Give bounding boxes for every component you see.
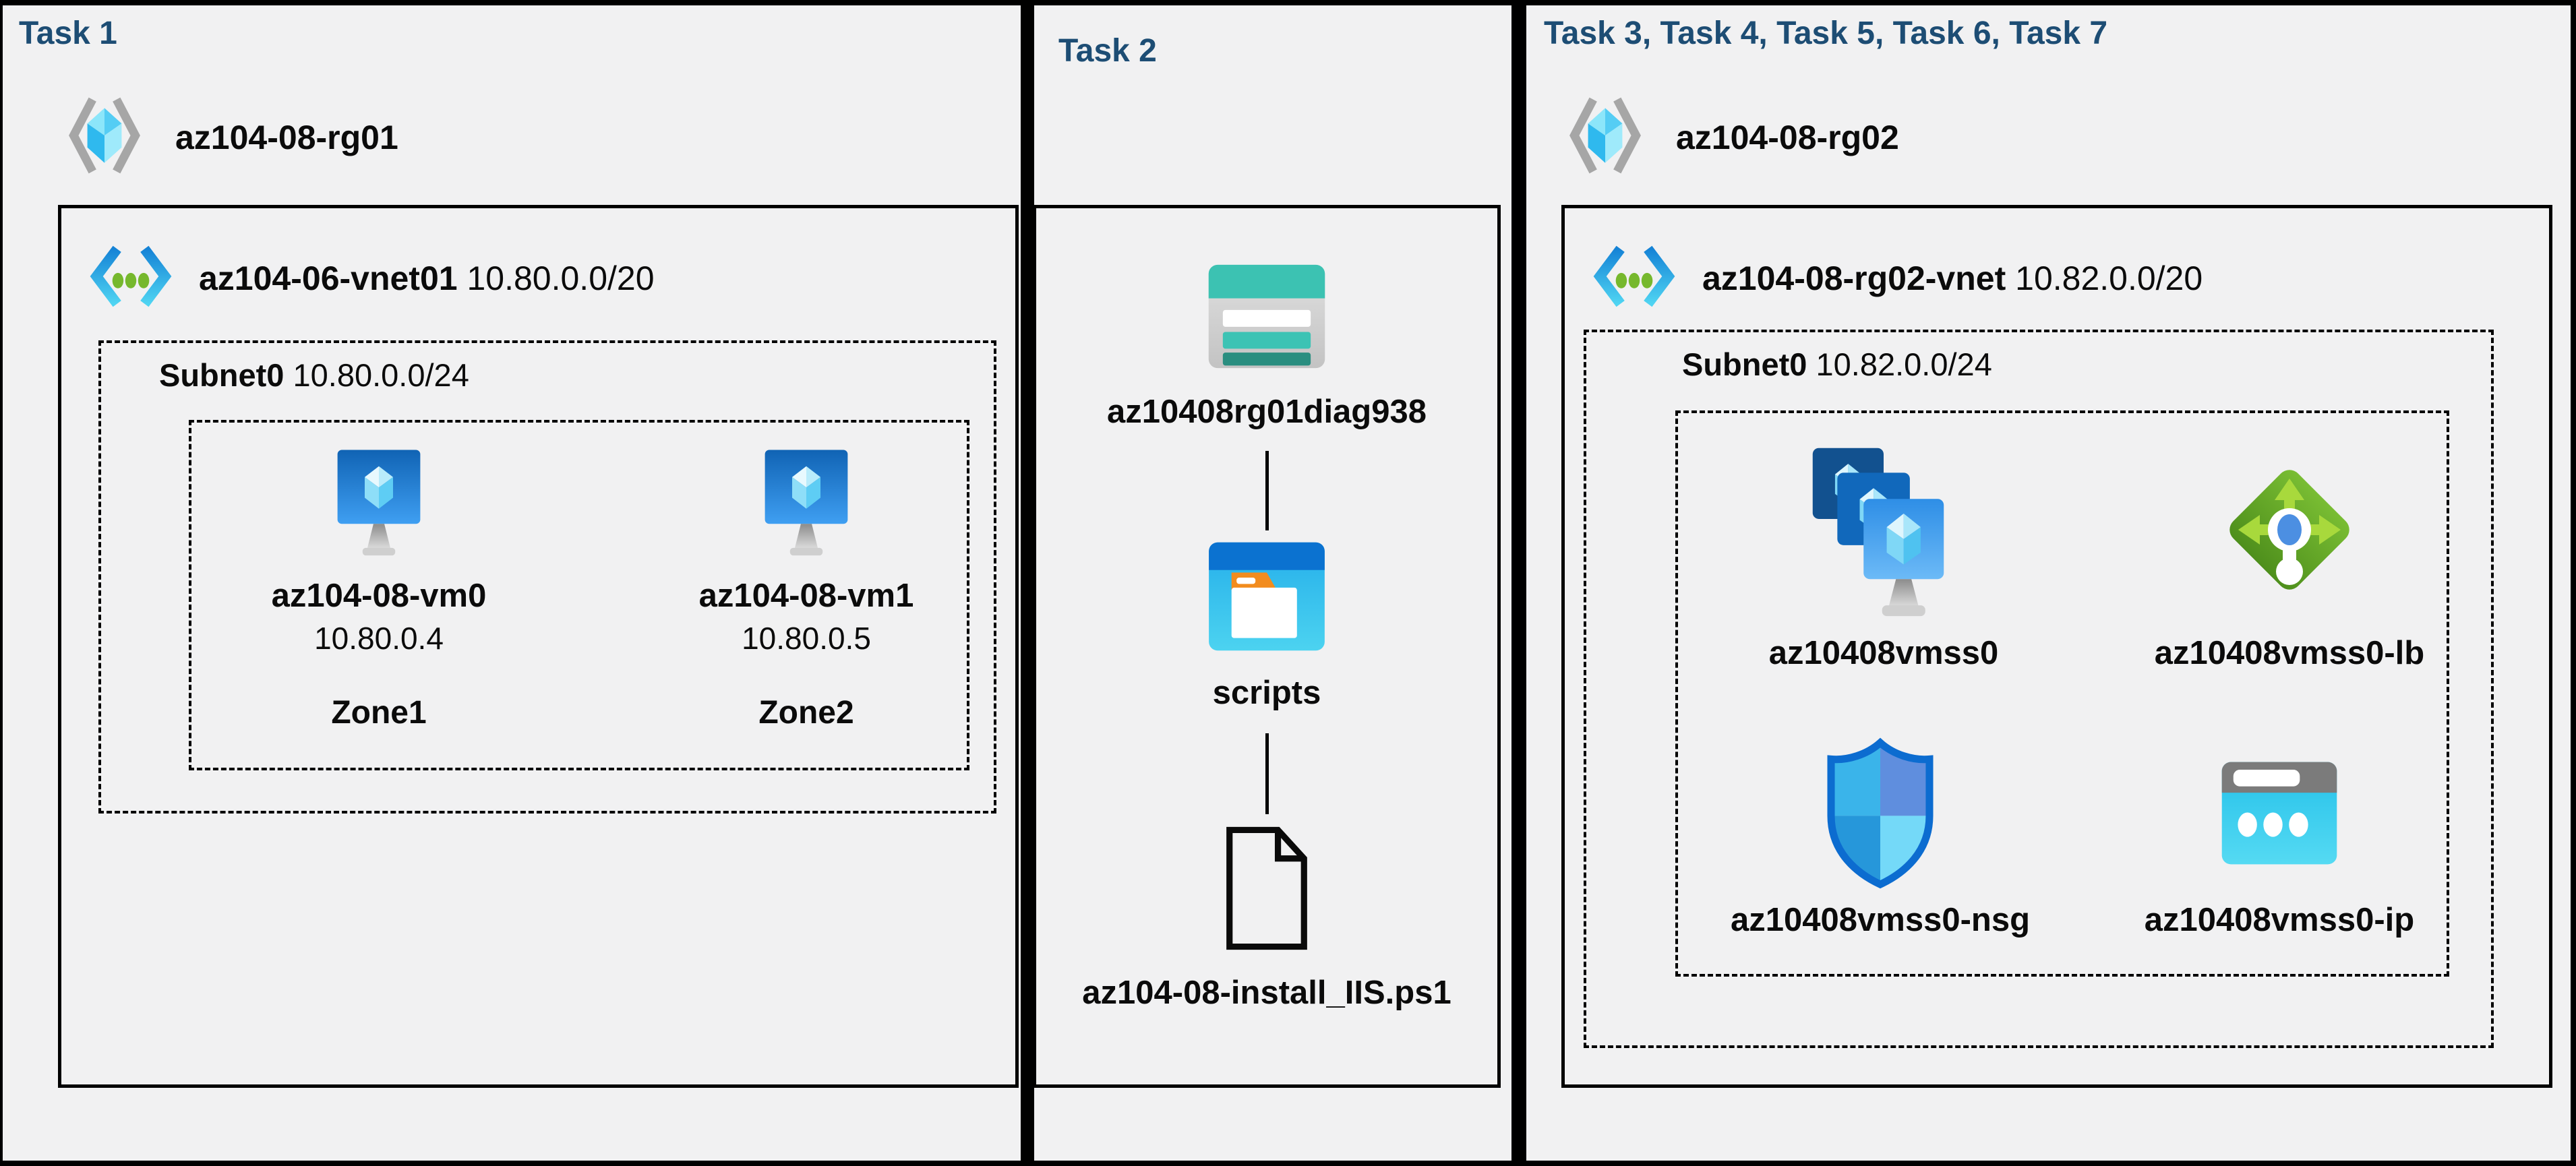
subnet-box: Subnet0 10.80.0.0/24 xyxy=(98,340,996,814)
vmss-group-box: az10408vmss0 xyxy=(1675,410,2449,977)
load-balancer-name: az10408vmss0-lb xyxy=(2154,635,2425,671)
resource-group-name: az104-08-rg02 xyxy=(1676,118,1899,156)
vmss-item: az10408vmss0 xyxy=(1681,432,2086,672)
file-icon xyxy=(1220,824,1314,956)
vm-item: az104-08-vm1 10.80.0.5 Zone2 xyxy=(651,446,961,731)
subnet-cidr: 10.80.0.0/24 xyxy=(293,357,469,393)
vm-item: az104-08-vm0 10.80.0.4 Zone1 xyxy=(224,446,534,731)
resource-group-icon xyxy=(63,94,146,180)
vnet-row: az104-08-rg02-vnet 10.82.0.0/20 xyxy=(1593,235,2203,321)
vnet-row: az104-06-vnet01 10.80.0.0/20 xyxy=(90,235,655,321)
resource-group-icon xyxy=(1564,94,1646,180)
connector-line xyxy=(1265,451,1269,530)
resource-group-row: az104-08-rg02 xyxy=(1564,94,1899,180)
network-security-group-icon xyxy=(1818,731,1943,894)
subnet-name: Subnet0 xyxy=(1682,346,1807,382)
connector-line xyxy=(1265,733,1269,814)
virtual-machine-icon xyxy=(756,446,857,562)
resource-group-name: az104-08-rg01 xyxy=(175,118,398,156)
nsg-name: az10408vmss0-nsg xyxy=(1730,902,2030,938)
subnet-label: Subnet0 10.80.0.0/24 xyxy=(159,357,469,394)
vmss-name: az10408vmss0 xyxy=(1768,635,1999,671)
task3-resource-box: az104-08-rg02-vnet 10.82.0.0/20 Subnet0 … xyxy=(1561,205,2552,1088)
vm-name: az104-08-vm1 xyxy=(698,578,914,614)
task3-heading: Task 3, Task 4, Task 5, Task 6, Task 7 xyxy=(1544,16,2108,51)
storage-account-name: az10408rg01diag938 xyxy=(1107,394,1427,430)
subnet-label: Subnet0 10.82.0.0/24 xyxy=(1682,346,1992,383)
public-ip-item: az10408vmss0-ip xyxy=(2091,731,2468,939)
vm-zone: Zone1 xyxy=(331,695,427,731)
vnet-cidr: 10.80.0.0/20 xyxy=(467,259,655,297)
vnet-cidr: 10.82.0.0/20 xyxy=(2015,259,2203,297)
nsg-item: az10408vmss0-nsg xyxy=(1678,731,2083,939)
vm-zone: Zone2 xyxy=(758,695,854,731)
task1-resource-box: az104-06-vnet01 10.80.0.0/20 Subnet0 10.… xyxy=(58,205,1019,1088)
vnet-label: az104-08-rg02-vnet 10.82.0.0/20 xyxy=(1702,259,2203,298)
vnet-name: az104-06-vnet01 xyxy=(199,259,458,297)
load-balancer-item: az10408vmss0-lb xyxy=(2101,432,2478,672)
task1-heading: Task 1 xyxy=(19,16,117,51)
virtual-machine-icon xyxy=(328,446,429,562)
vnet-name: az104-08-rg02-vnet xyxy=(1702,259,2006,297)
task2-heading: Task 2 xyxy=(1058,33,1157,69)
subnet-cidr: 10.82.0.0/24 xyxy=(1816,346,1992,382)
vm-ip: 10.80.0.5 xyxy=(742,621,871,656)
virtual-network-icon xyxy=(1593,235,1675,321)
storage-stack: az10408rg01diag938 scripts xyxy=(1036,208,1497,1084)
resource-group-row: az104-08-rg01 xyxy=(63,94,398,180)
vm-group-box: az104-08-vm0 10.80.0.4 Zone1 xyxy=(189,420,969,770)
vm-ip: 10.80.0.4 xyxy=(314,621,444,656)
container-name: scripts xyxy=(1212,675,1321,711)
task2-panel: Task 2 az10408rg01diag938 xyxy=(1033,5,1511,1161)
task2-resource-box: az10408rg01diag938 scripts xyxy=(1033,205,1501,1088)
task3-panel: Task 3, Task 4, Task 5, Task 6, Task 7 a… xyxy=(1526,5,2571,1161)
load-balancer-icon xyxy=(2219,432,2360,627)
public-ip-icon xyxy=(2218,731,2341,894)
vm-name: az104-08-vm0 xyxy=(271,578,487,614)
subnet-box: Subnet0 10.82.0.0/24 xyxy=(1584,330,2494,1048)
public-ip-name: az10408vmss0-ip xyxy=(2144,902,2415,938)
file-name: az104-08-install_IIS.ps1 xyxy=(1082,975,1451,1011)
subnet-name: Subnet0 xyxy=(159,357,284,393)
storage-account-icon xyxy=(1205,261,1329,375)
vm-scale-set-icon xyxy=(1803,432,1964,627)
task1-panel: Task 1 az104-08-rg01 xyxy=(3,5,1021,1161)
blob-container-icon xyxy=(1206,540,1327,656)
virtual-network-icon xyxy=(90,235,172,321)
vnet-label: az104-06-vnet01 10.80.0.0/20 xyxy=(199,259,655,298)
